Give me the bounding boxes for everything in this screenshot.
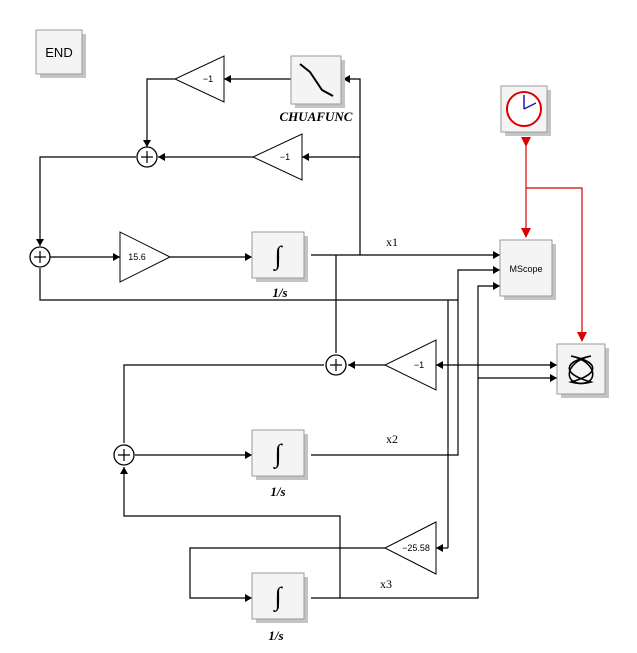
clock-hands-icon <box>523 95 537 110</box>
arrow-into-mscope-1 <box>493 251 500 259</box>
chuafunc-block[interactable]: CHUAFUNC <box>280 55 353 124</box>
wires <box>39 78 557 599</box>
arrow-into-mscope-3 <box>493 282 500 290</box>
arrow-into-int3 <box>245 594 252 602</box>
gain-chua-block[interactable]: −1 <box>173 55 225 103</box>
integrator-1-label: 1/s <box>272 285 287 300</box>
integral-sign-icon: ∫ <box>272 241 283 271</box>
gain-beta-block[interactable]: −25.58 <box>383 521 437 575</box>
nonlinear-curve-icon <box>299 63 334 97</box>
end-block[interactable]: END <box>35 29 86 78</box>
signal-label-x2: x2 <box>386 432 398 446</box>
wire-sum2-to-sum3 <box>123 364 324 443</box>
sum-block-0[interactable] <box>29 246 51 268</box>
arrow-into-mscope-2 <box>493 266 500 274</box>
arrowheads <box>36 75 557 602</box>
arrow-into-gainx2 <box>436 361 443 369</box>
arrow-into-xyscope-1 <box>550 361 557 369</box>
wire-x1-to-chua <box>350 78 361 255</box>
lissajous-icon <box>568 355 594 385</box>
arrow-into-alpha <box>113 253 120 261</box>
arrow-into-fb1 <box>302 153 309 161</box>
clock-block[interactable] <box>500 85 551 136</box>
arrow-into-sum3-bottom <box>120 467 128 474</box>
sum-block-1[interactable] <box>136 146 158 168</box>
summation-circle-icon <box>34 251 46 263</box>
gain-x2-block[interactable]: −1 <box>383 339 437 391</box>
signal-label-x3: x3 <box>380 577 392 591</box>
arrow-into-sum1-top <box>143 140 151 147</box>
arrow-into-chua <box>343 75 350 83</box>
gain-x2-value: −1 <box>414 360 424 370</box>
chuafunc-label: CHUAFUNC <box>280 109 353 124</box>
summation-circle-icon <box>330 359 342 371</box>
wire-x3-to-sum3 <box>123 467 341 598</box>
sum-block-2[interactable] <box>325 354 347 376</box>
event-clock-to-xyscope <box>526 187 583 337</box>
event-arrow-xyscope <box>577 332 587 342</box>
summation-circle-icon <box>141 151 153 163</box>
integrator-block-1[interactable]: ∫ 1/s <box>251 231 308 300</box>
wire-sum1-to-sum0 <box>39 156 136 246</box>
wire-x2-out <box>311 269 500 456</box>
gain-fb1-block[interactable]: −1 <box>251 133 303 181</box>
arrow-into-int1 <box>245 253 252 261</box>
arrow-into-gainbeta <box>436 544 443 552</box>
integrator-block-2[interactable]: ∫ 1/s <box>251 429 308 499</box>
integral-sign-icon: ∫ <box>272 439 283 469</box>
summation-circle-icon <box>118 449 130 461</box>
arrow-into-int2 <box>245 451 252 459</box>
event-arrow-mscope <box>521 228 531 238</box>
wire-x2-to-sum0 <box>39 268 458 301</box>
xy-scope-block[interactable] <box>556 343 609 398</box>
arrow-into-gain-chua <box>224 75 231 83</box>
integrator-block-3[interactable]: ∫ 1/s <box>251 572 308 643</box>
integrator-3-label: 1/s <box>268 628 283 643</box>
event-arrow-clock-out <box>521 137 531 147</box>
arrow-into-xyscope-2 <box>550 374 557 382</box>
arrow-into-sum1-right <box>158 153 165 161</box>
gain-alpha-block[interactable]: 15.6 <box>119 231 172 283</box>
gain-chua-value: −1 <box>203 74 213 84</box>
arrow-into-sum0-top <box>36 239 44 246</box>
wire-x3-out <box>311 285 500 599</box>
signal-label-x1: x1 <box>386 235 398 249</box>
sum-block-3[interactable] <box>113 444 135 466</box>
wire-gain-to-sum1 <box>146 78 175 147</box>
integral-sign-icon: ∫ <box>272 582 283 612</box>
mscope-block[interactable]: MScope <box>499 239 556 300</box>
gain-fb1-value: −1 <box>280 152 290 162</box>
end-label: END <box>45 45 72 60</box>
mscope-label: MScope <box>509 264 542 274</box>
integrator-2-label: 1/s <box>270 484 285 499</box>
event-links <box>521 137 587 342</box>
gain-beta-value: −25.58 <box>402 543 430 553</box>
arrow-into-sum2 <box>348 361 355 369</box>
gain-alpha-value: 15.6 <box>128 252 146 262</box>
wire-gainbeta-to-int3 <box>189 547 385 599</box>
